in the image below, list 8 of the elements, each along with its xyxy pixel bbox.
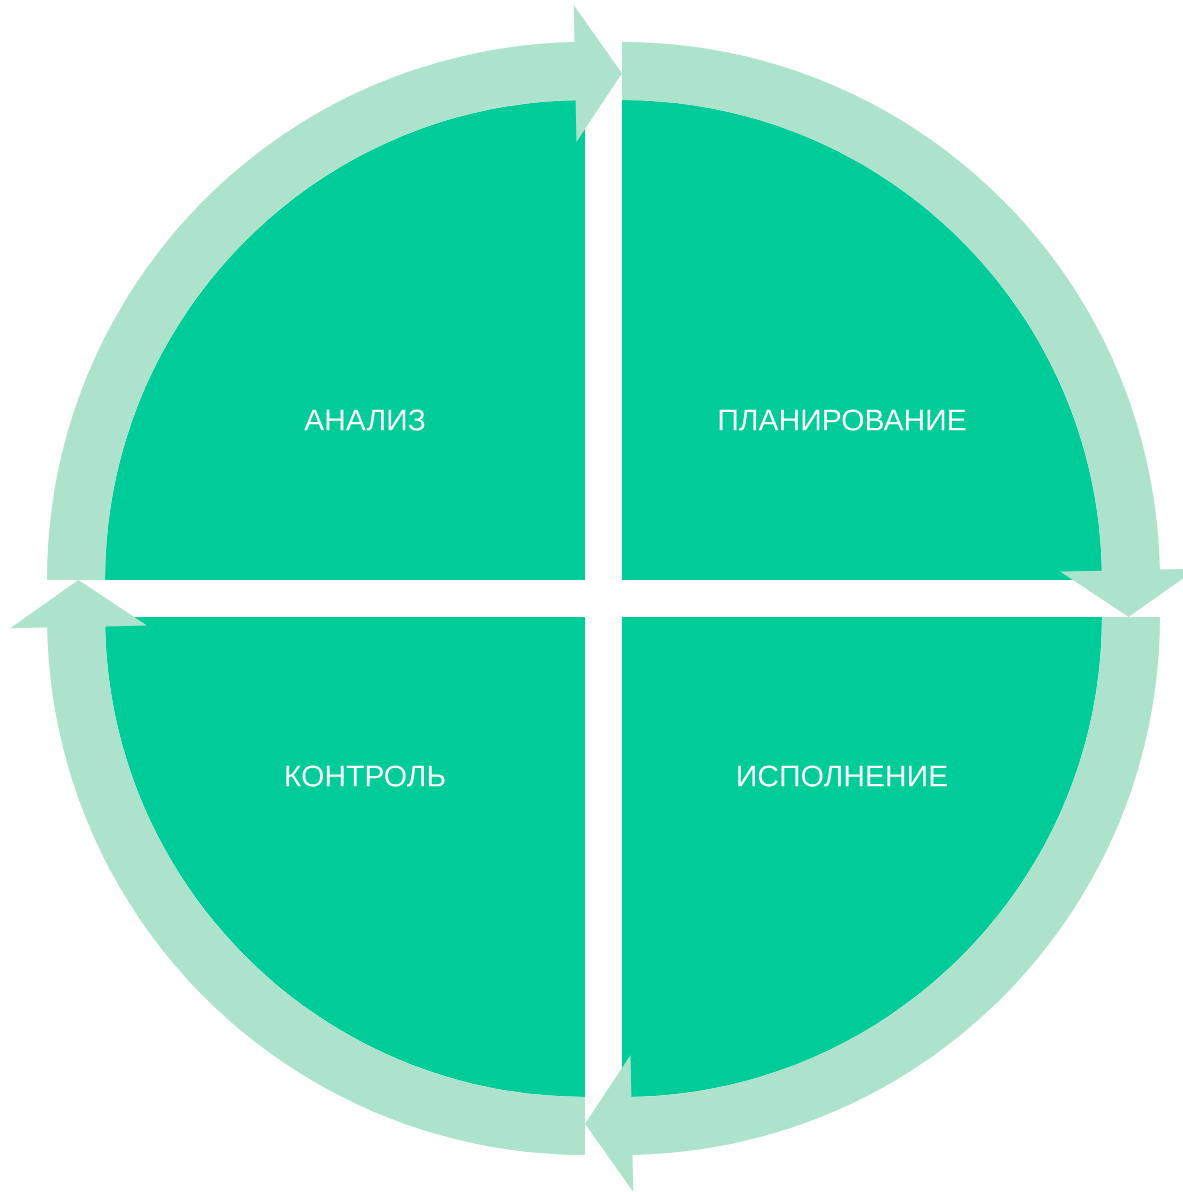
cycle-arrow bbox=[10, 580, 585, 1155]
cycle-arrow bbox=[622, 42, 1183, 618]
sector: КОНТРОЛЬ bbox=[105, 617, 585, 1097]
sector: ИСПОЛНЕНИЕ bbox=[622, 617, 1102, 1097]
sector: ПЛАНИРОВАНИЕ bbox=[622, 100, 1102, 580]
cycle-arrow bbox=[47, 5, 623, 580]
cycle-arrow bbox=[584, 617, 1160, 1192]
sector: АНАЛИЗ bbox=[105, 100, 585, 580]
